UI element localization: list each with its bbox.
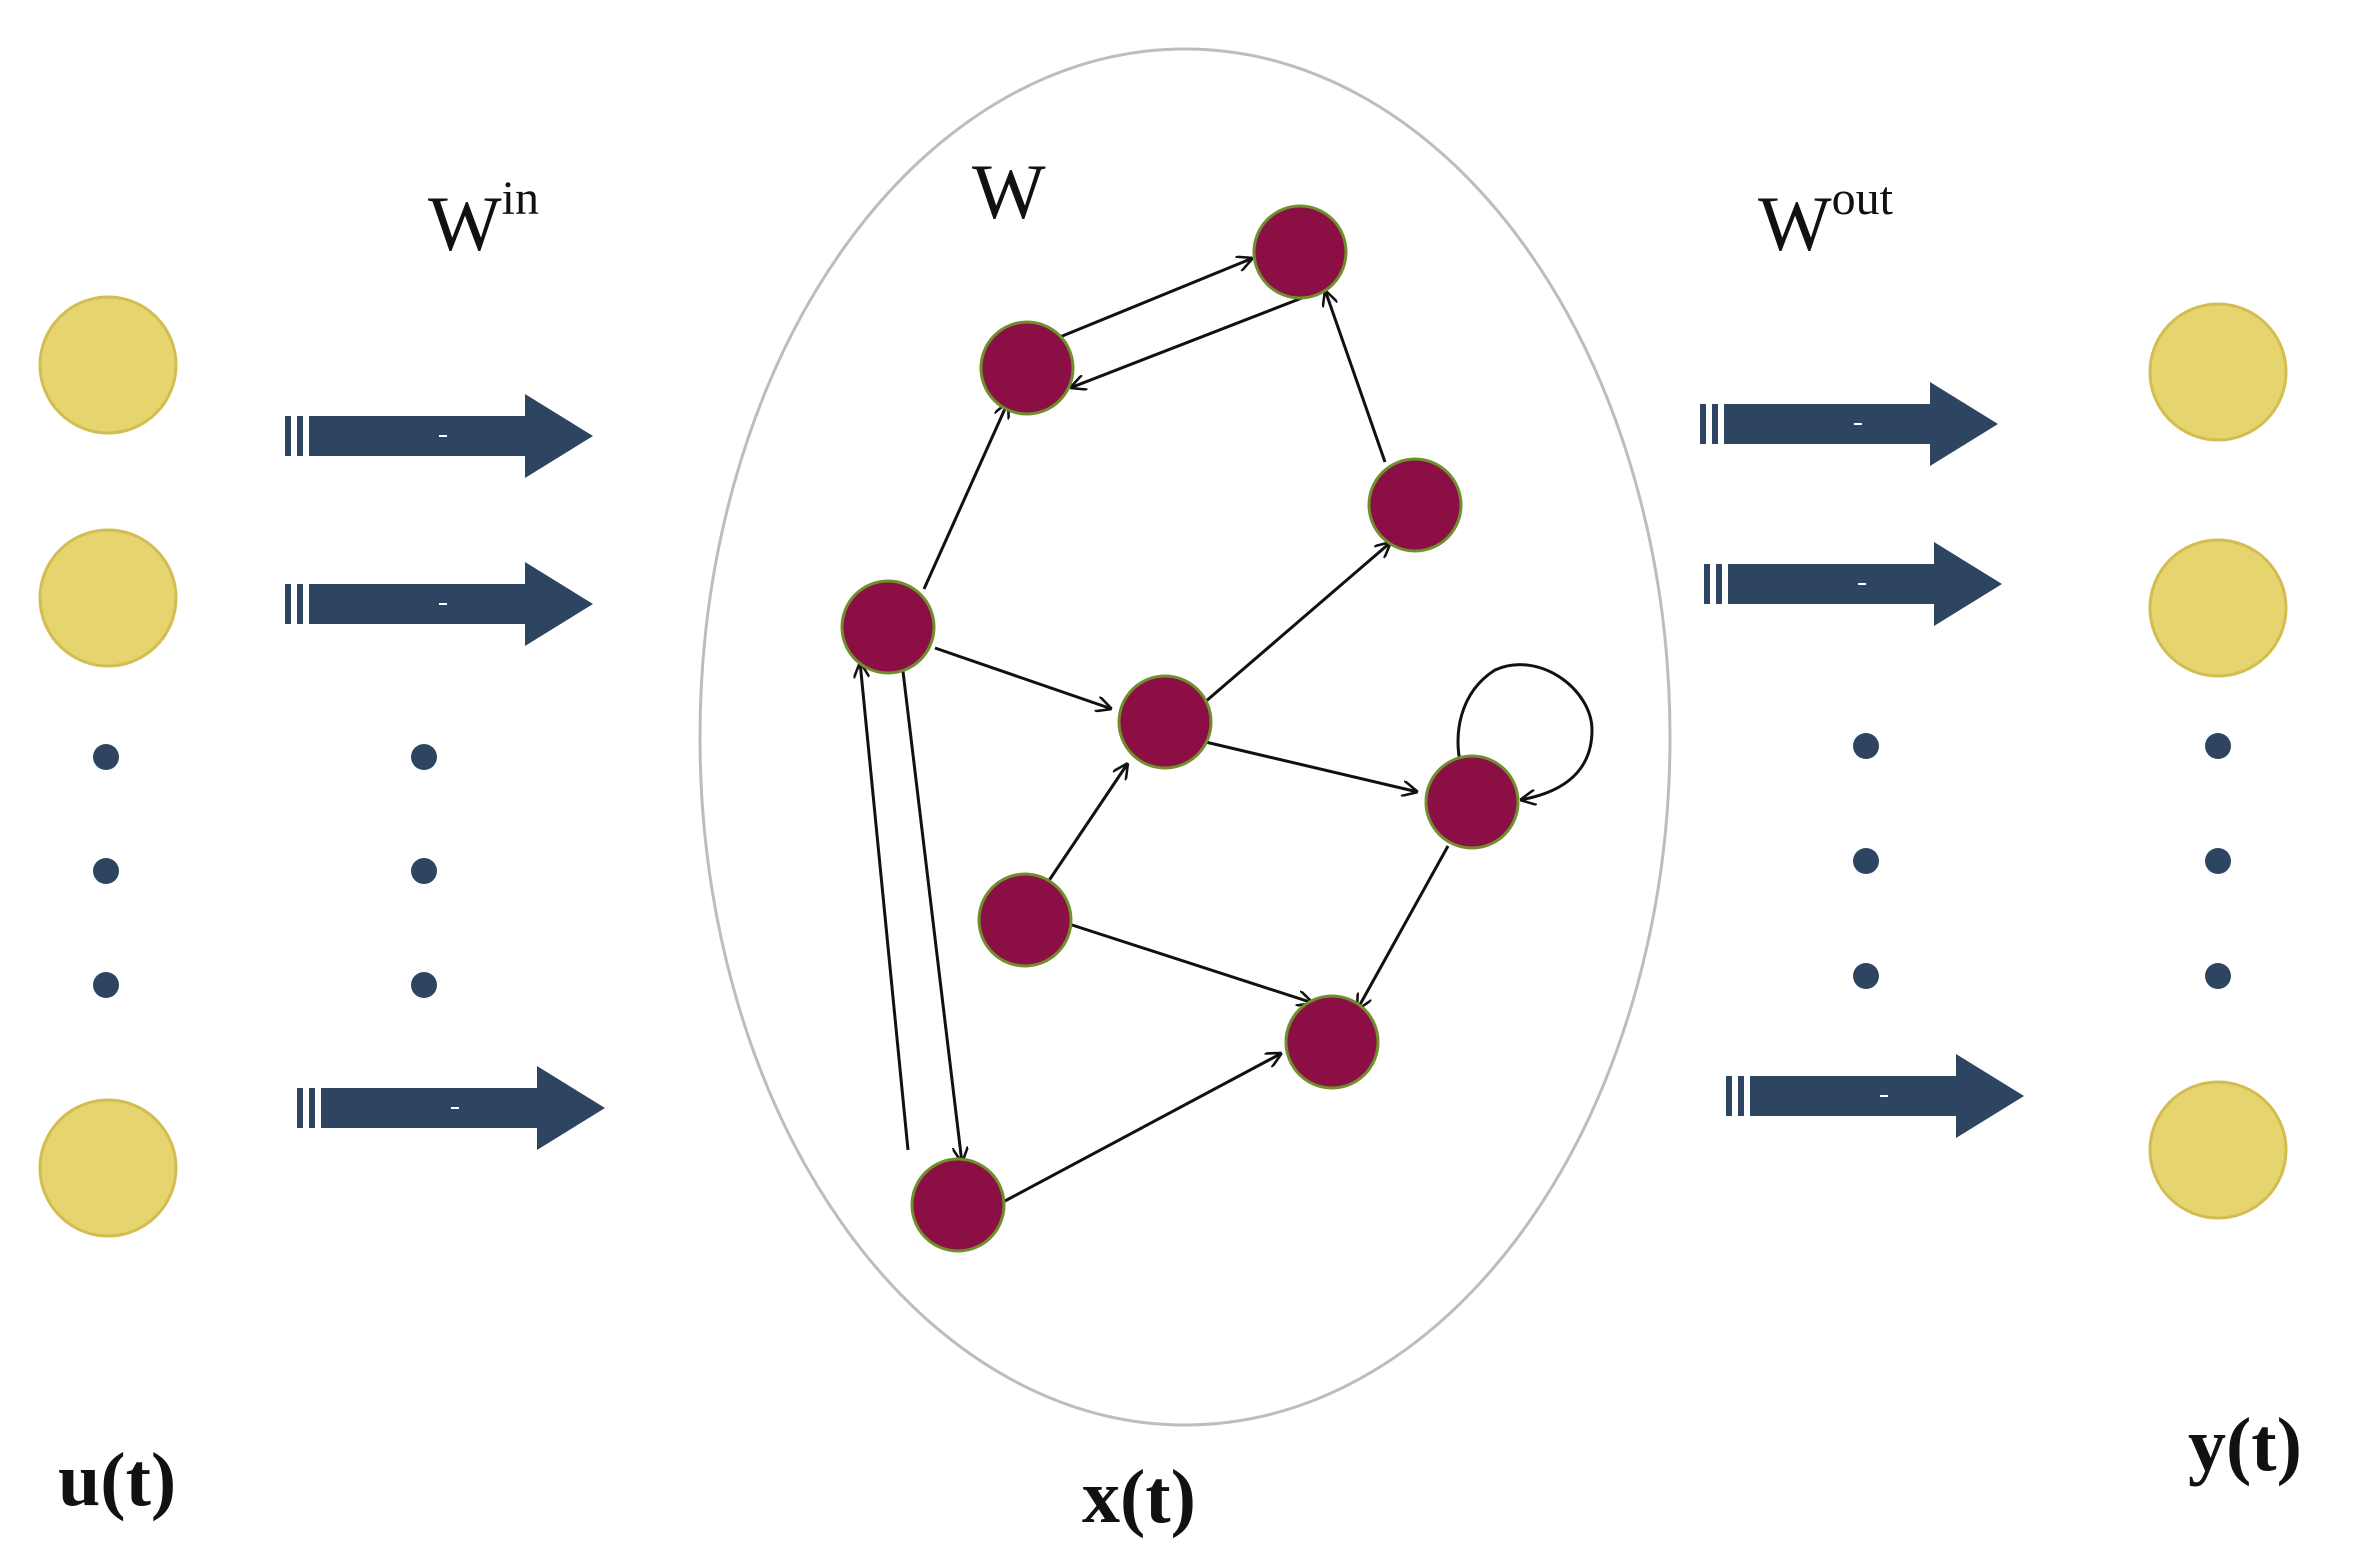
w-reservoir-label: W <box>972 148 1046 235</box>
right-block-arrow-icon <box>1700 382 1998 466</box>
reservoir-edge <box>860 662 910 1151</box>
reservoir-edge <box>900 662 962 1163</box>
reservoir-edge <box>1068 922 1313 1003</box>
reservoir-edge <box>1204 542 1391 704</box>
right-block-arrow-icon <box>285 562 593 646</box>
input-node <box>38 295 178 435</box>
reservoir-state-label: x(t) <box>1082 1455 1196 1539</box>
reservoir-node <box>979 320 1075 416</box>
input-node <box>38 528 178 668</box>
reservoir-node <box>1252 204 1348 300</box>
reservoir-self-loop <box>1456 663 1594 800</box>
right-block-arrow-icon <box>297 1066 605 1150</box>
output-node <box>2148 538 2288 678</box>
w-out-label: Wout <box>1758 172 1894 267</box>
reservoir-edge <box>1357 845 1450 1010</box>
reservoir-edge <box>1325 290 1387 463</box>
right-block-arrow-icon <box>285 394 593 478</box>
reservoir-edges <box>860 258 1594 1204</box>
reservoir-edge <box>1196 738 1418 792</box>
reservoir-node <box>1117 674 1213 770</box>
right-block-arrow-icon <box>1726 1054 2024 1138</box>
reservoir-node <box>910 1157 1006 1253</box>
reservoir-edge <box>922 402 1008 590</box>
right-block-arrow-icon <box>1704 542 2002 626</box>
input-ellipsis-icon <box>93 744 119 998</box>
input-arrows-ellipsis-icon <box>411 744 437 998</box>
reservoir-nodes <box>840 204 1520 1253</box>
output-signal-label: y(t) <box>2188 1403 2302 1487</box>
reservoir-edge <box>934 646 1112 709</box>
output-ellipsis-icon <box>2205 733 2231 989</box>
reservoir-node <box>1284 994 1380 1090</box>
output-nodes <box>2148 302 2288 1220</box>
input-nodes <box>38 295 178 1238</box>
input-weight-arrows <box>285 394 605 1150</box>
input-node <box>38 1098 178 1238</box>
reservoir-node <box>1424 754 1520 850</box>
output-node <box>2148 1080 2288 1220</box>
reservoir-edge <box>1070 294 1308 388</box>
reservoir-node <box>977 872 1073 968</box>
output-node <box>2148 302 2288 442</box>
input-signal-label: u(t) <box>58 1438 176 1522</box>
reservoir-node <box>1367 457 1463 553</box>
output-weight-arrows <box>1700 382 2024 1138</box>
reservoir-edge <box>1054 258 1253 341</box>
output-arrows-ellipsis-icon <box>1853 733 1879 989</box>
reservoir-node <box>840 579 936 675</box>
reservoir-edge <box>1046 763 1128 883</box>
w-in-label: Win <box>428 172 539 267</box>
reservoir-edge <box>1002 1053 1282 1204</box>
